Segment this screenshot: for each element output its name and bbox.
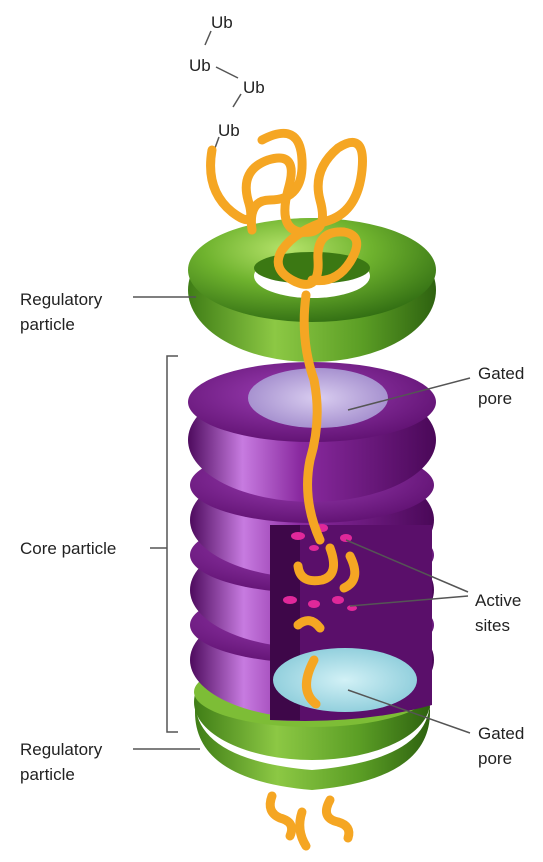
leader-active-sites-2 xyxy=(349,595,469,607)
active-sites-label-line2: sites xyxy=(475,616,510,635)
regulatory-particle-top xyxy=(188,218,436,362)
ubiquitin-label-3: Ub xyxy=(243,78,265,97)
leader-gated-pore-top xyxy=(347,377,471,411)
ubiquitin-label-2: Ub xyxy=(189,56,211,75)
gated-pore-bottom-label-line2: pore xyxy=(478,749,513,768)
ubiquitin-label-1: Ub xyxy=(211,13,233,32)
gated-pore-top-label-line1: Gated xyxy=(478,364,525,383)
core-particle-label: Core particle xyxy=(20,539,117,558)
leader-active-sites-1 xyxy=(345,539,469,593)
ubiquitin-label-4: Ub xyxy=(218,121,240,140)
leader-gated-pore-bottom xyxy=(347,689,471,734)
gated-pore-bottom xyxy=(273,648,417,712)
regulatory-particle-bottom-label-line1: Regulatory xyxy=(20,740,103,759)
regulatory-particle-bottom-label-line2: particle xyxy=(20,765,75,784)
ubiquitin-chain xyxy=(204,30,242,149)
gated-pore-top-label-line2: pore xyxy=(478,389,513,408)
core-particle xyxy=(188,362,436,721)
regulatory-particle-top-label-line1: Regulatory xyxy=(20,290,103,309)
leader-lines xyxy=(133,296,471,750)
protein-substrate xyxy=(206,128,367,851)
regulatory-particle-top-label-line2: particle xyxy=(20,315,75,334)
gated-pore-bottom-label-line1: Gated xyxy=(478,724,525,743)
core-bracket xyxy=(166,355,178,733)
active-sites-label-line1: Active xyxy=(475,591,522,610)
